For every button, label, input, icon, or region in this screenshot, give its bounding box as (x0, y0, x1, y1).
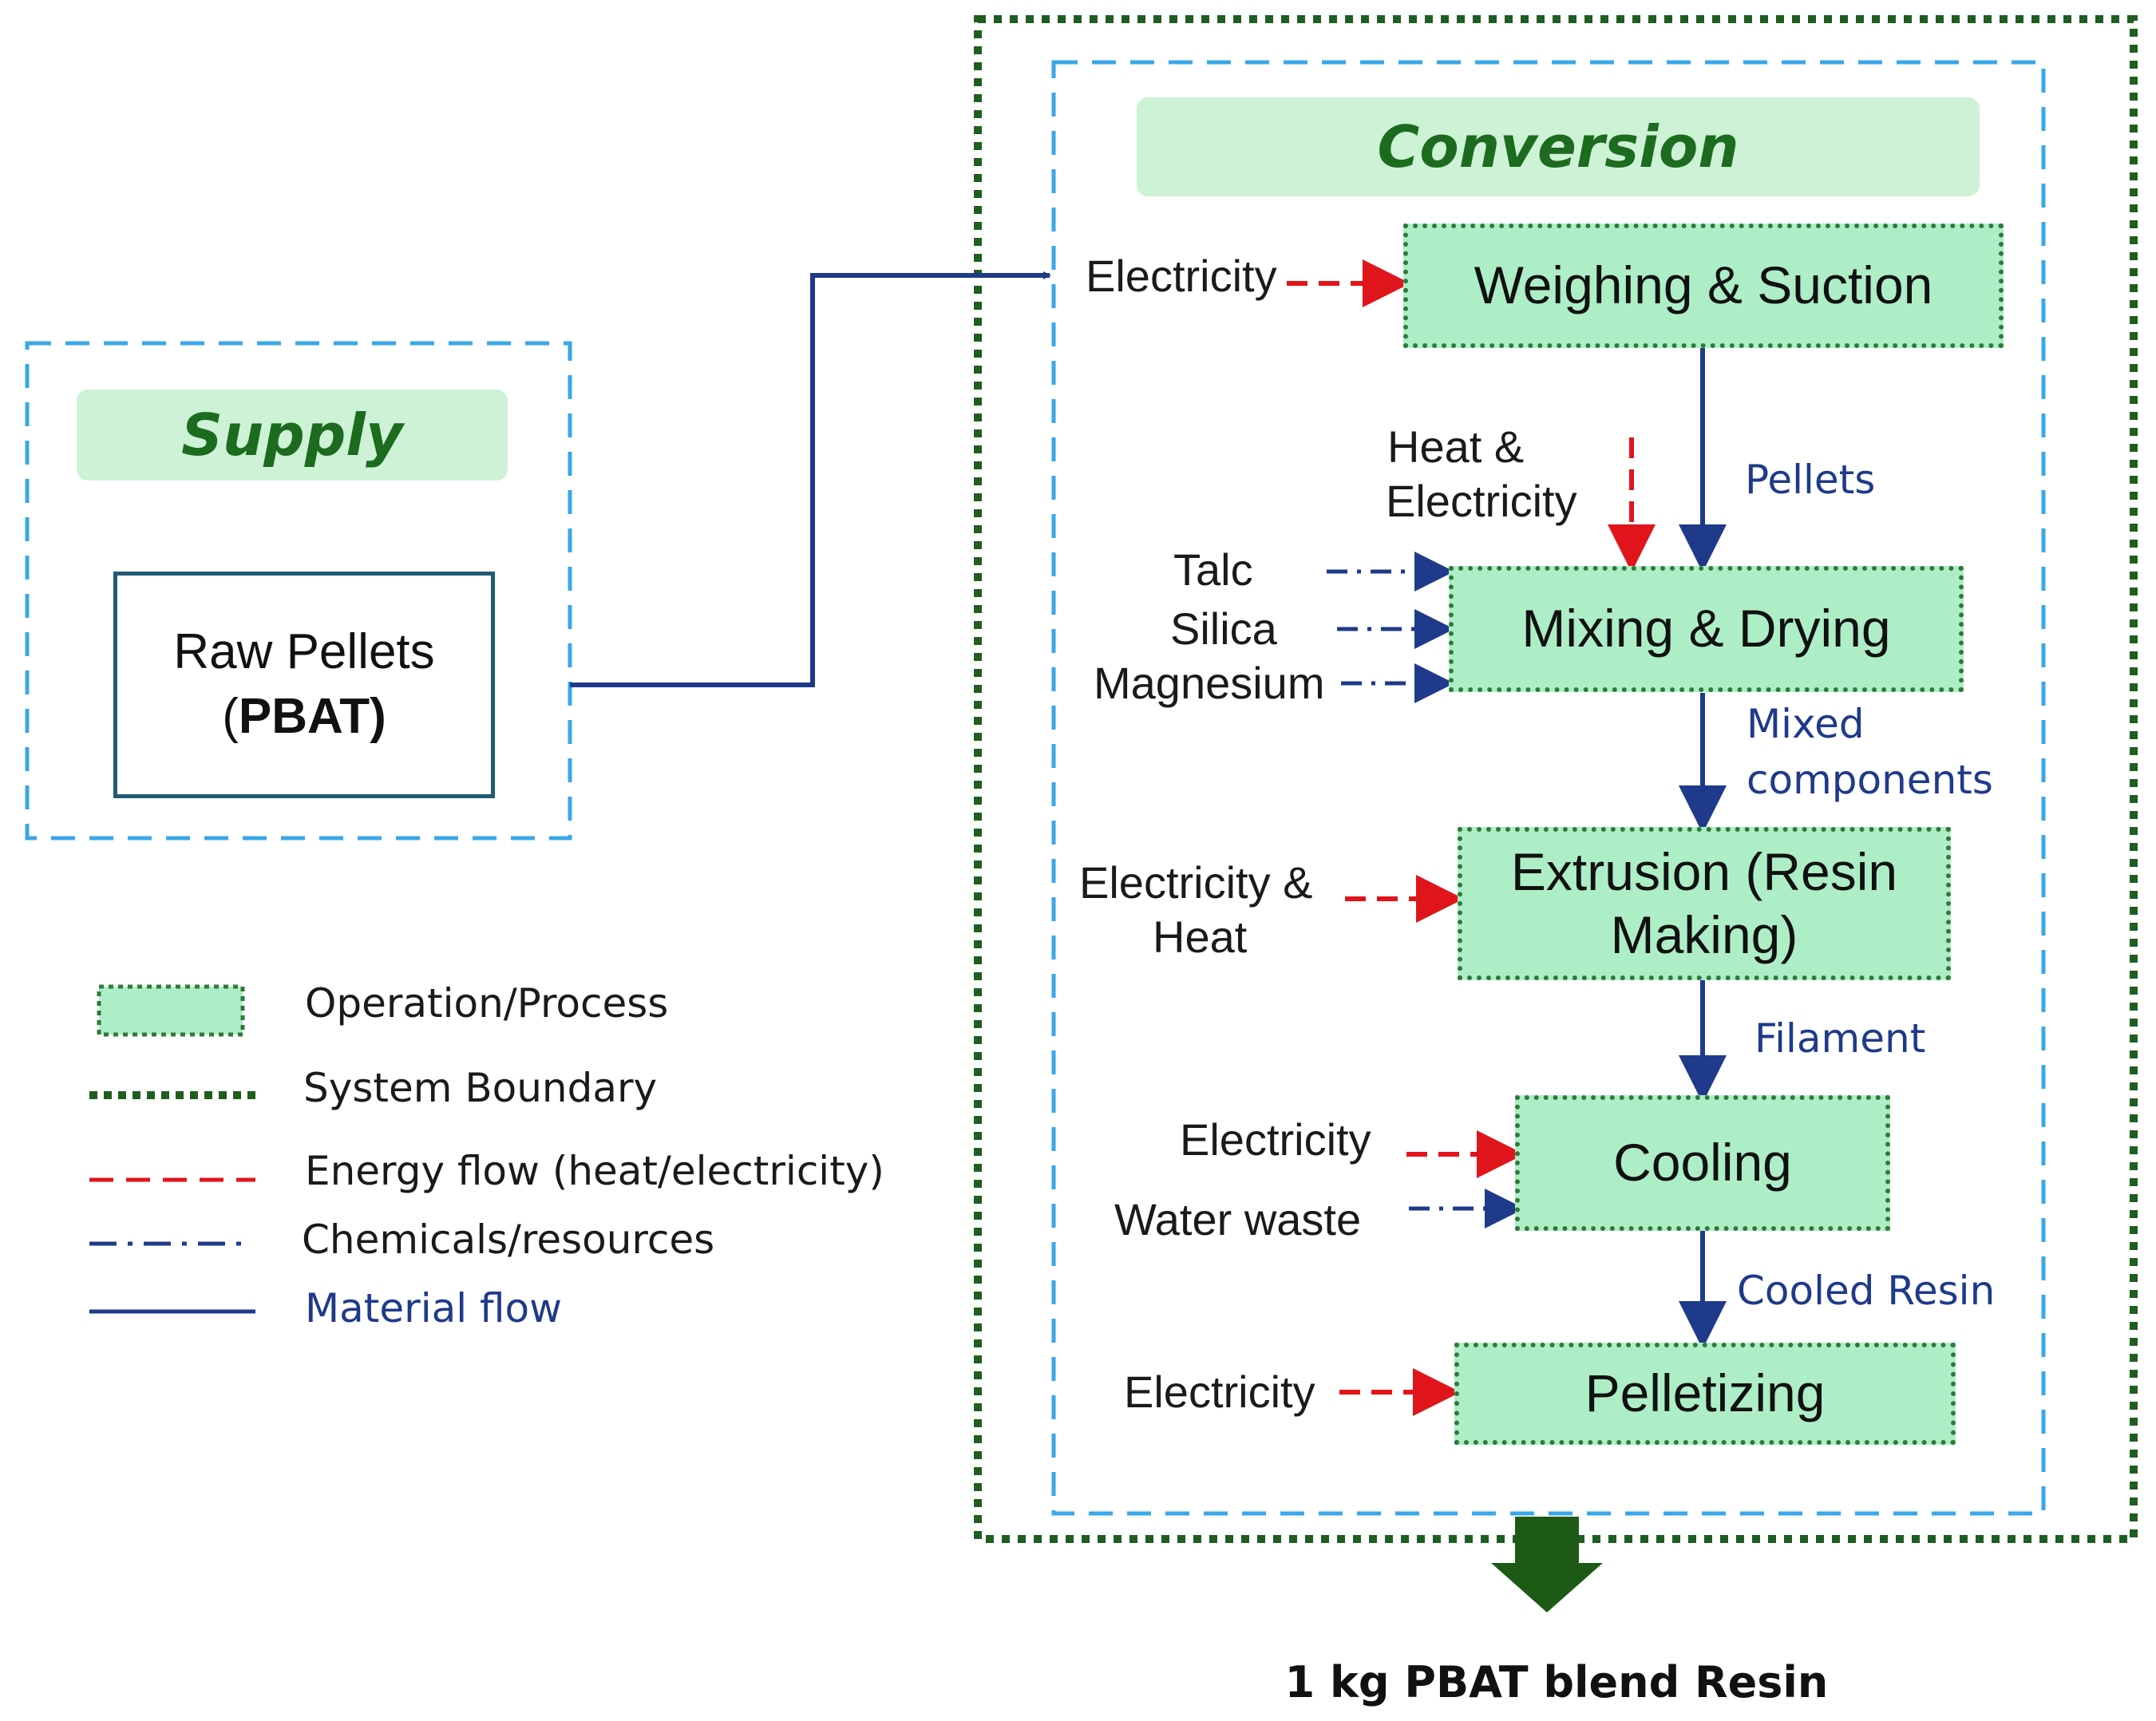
raw-pellets-label: Raw Pellets (173, 624, 435, 680)
conversion-boundary (1051, 60, 2046, 1516)
input-heat-electricity-line2: Electricity (1386, 476, 1577, 526)
input-water-waste: Water waste (1114, 1194, 1362, 1244)
output-label: 1 kg PBAT blend Resin (1284, 1657, 1829, 1707)
supply-header: Supply (77, 390, 508, 481)
legend-process-swatch (97, 984, 245, 1037)
raw-pellets-sublabel: (PBAT) (222, 689, 386, 744)
input-heat-electricity: Heat & (1387, 421, 1524, 473)
process-pelletizing: Pelletizing (1454, 1343, 1956, 1445)
supply-to-conversion-arrow (570, 271, 1051, 687)
input-electricity-weighing: Electricity (1086, 251, 1277, 301)
input-talc: Talc (1173, 544, 1253, 595)
output-arrow (1491, 1517, 1603, 1612)
raw-pellets-box: Raw Pellets (PBAT) (113, 572, 495, 798)
legend-system-boundary: System Boundary (303, 1065, 658, 1111)
legend-energy-flow: Energy flow (heat/electricity) (305, 1148, 884, 1194)
flow-label-filament: Filament (1754, 1015, 1926, 1062)
conversion-title: Conversion (1377, 113, 1739, 180)
input-silica: Silica (1170, 603, 1277, 654)
input-magnesium: Magnesium (1094, 658, 1325, 708)
legend-operation-process: Operation/Process (305, 980, 669, 1027)
process-mixing-drying-label: Mixing & Drying (1521, 599, 1891, 659)
process-cooling: Cooling (1515, 1095, 1890, 1231)
process-cooling-label: Cooling (1613, 1133, 1792, 1193)
process-weighing-suction-label: Weighing & Suction (1474, 255, 1933, 315)
supply-title: Supply (181, 402, 403, 469)
legend-material-flow: Material flow (305, 1285, 562, 1331)
flow-label-mixed-line2: components (1747, 757, 1993, 803)
process-extrusion-label: Extrusion (Resin Making) (1510, 841, 1898, 964)
flow-label-mixed-line1: Mixed (1747, 701, 1865, 747)
flow-label-pellets: Pellets (1745, 457, 1876, 503)
conversion-header: Conversion (1137, 97, 1980, 196)
process-weighing-suction: Weighing & Suction (1403, 224, 2004, 348)
process-pelletizing-label: Pelletizing (1584, 1363, 1826, 1423)
input-electricity-heat-line2: Heat (1153, 912, 1248, 962)
input-electricity-cooling: Electricity (1180, 1114, 1371, 1165)
process-extrusion: Extrusion (Resin Making) (1458, 827, 1951, 980)
legend-chemicals-resources: Chemicals/resources (302, 1217, 715, 1263)
process-mixing-drying: Mixing & Drying (1449, 566, 1964, 692)
flow-label-cooled-resin: Cooled Resin (1737, 1268, 1996, 1314)
system-boundary (974, 15, 2138, 1543)
supply-boundary (25, 341, 572, 841)
input-electricity-heat-line1: Electricity & (1079, 857, 1313, 908)
input-electricity-pelletizing: Electricity (1124, 1367, 1315, 1417)
input-heat-electricity-line1: Heat & (1387, 421, 1525, 472)
